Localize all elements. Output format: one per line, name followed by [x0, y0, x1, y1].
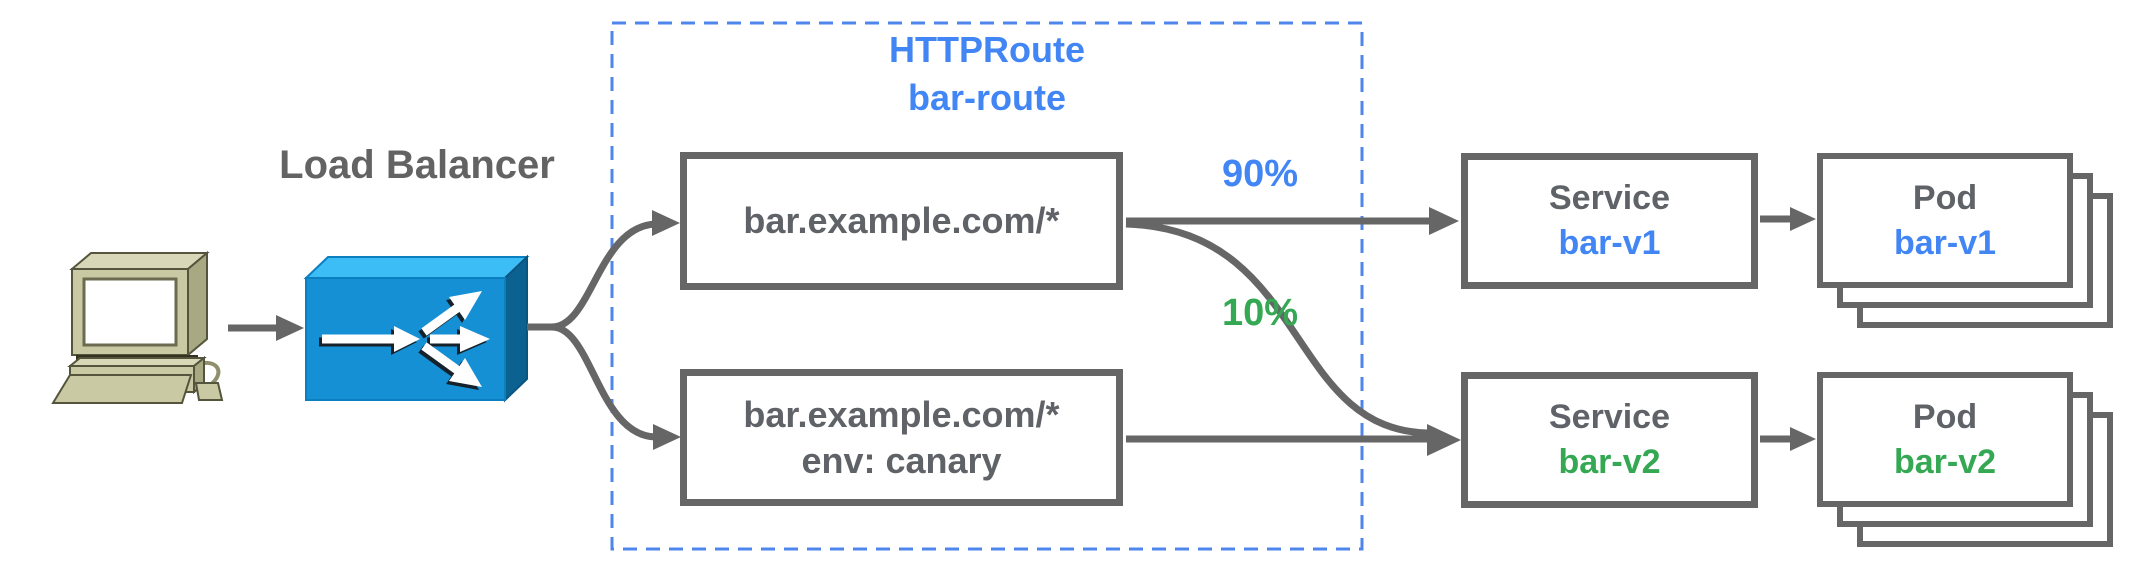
- traffic-weight-10: 10%: [1221, 292, 1299, 334]
- arrow-rule1-to-service-v1: [1126, 207, 1459, 235]
- httproute-title-name: bar-route: [907, 77, 1066, 118]
- arrow-client-to-lb: [228, 315, 304, 341]
- pod-bar-v2: Pod bar-v2: [1817, 372, 2073, 507]
- route-rule-bar-example-canary: bar.example.com/* env: canary: [680, 369, 1123, 506]
- httproute-group-title: HTTPRoute bar-route: [612, 26, 1362, 122]
- pod-stack-bar-v1: Pod bar-v1: [1817, 153, 2113, 328]
- pod-kind-label: Pod: [1912, 178, 1978, 217]
- service-name-label: bar-v2: [1558, 443, 1661, 481]
- lb-split-arrows: [322, 291, 490, 387]
- pod-name-label: bar-v1: [1893, 223, 1997, 262]
- pod-kind-label: Pod: [1912, 397, 1978, 436]
- desktop-computer-icon: [51, 250, 224, 404]
- pod-stack-bar-v2: Pod bar-v2: [1817, 372, 2113, 547]
- load-balancer-icon: [303, 254, 530, 403]
- route-rule-match: bar.example.com/*: [743, 200, 1060, 241]
- route-rule-bar-example: bar.example.com/*: [680, 152, 1123, 290]
- arrow-service-v1-to-pod: [1760, 207, 1816, 231]
- traffic-weight-90: 90%: [1221, 153, 1299, 195]
- pod-name-label: bar-v2: [1893, 442, 1997, 481]
- service-name-label: bar-v1: [1558, 224, 1661, 262]
- service-kind-label: Service: [1549, 179, 1670, 217]
- pod-bar-v1: Pod bar-v1: [1817, 153, 2073, 288]
- load-balancer-label: Load Balancer: [279, 143, 555, 187]
- route-rule-match: bar.example.com/*: [743, 393, 1060, 435]
- httproute-title-kind: HTTPRoute: [889, 29, 1085, 70]
- service-bar-v2: Service bar-v2: [1461, 372, 1758, 508]
- arrow-rule2-to-service-v2: [1126, 424, 1461, 456]
- arrow-rule1-to-service-v2: [1125, 220, 1429, 437]
- arrow-service-v2-to-pod: [1760, 427, 1816, 451]
- service-bar-v1: Service bar-v1: [1461, 153, 1758, 289]
- route-rule-header-match: env: canary: [801, 439, 1002, 481]
- httproute-group-border: [610, 21, 1364, 551]
- service-kind-label: Service: [1549, 398, 1670, 436]
- arrow-lb-to-rules: [527, 210, 681, 450]
